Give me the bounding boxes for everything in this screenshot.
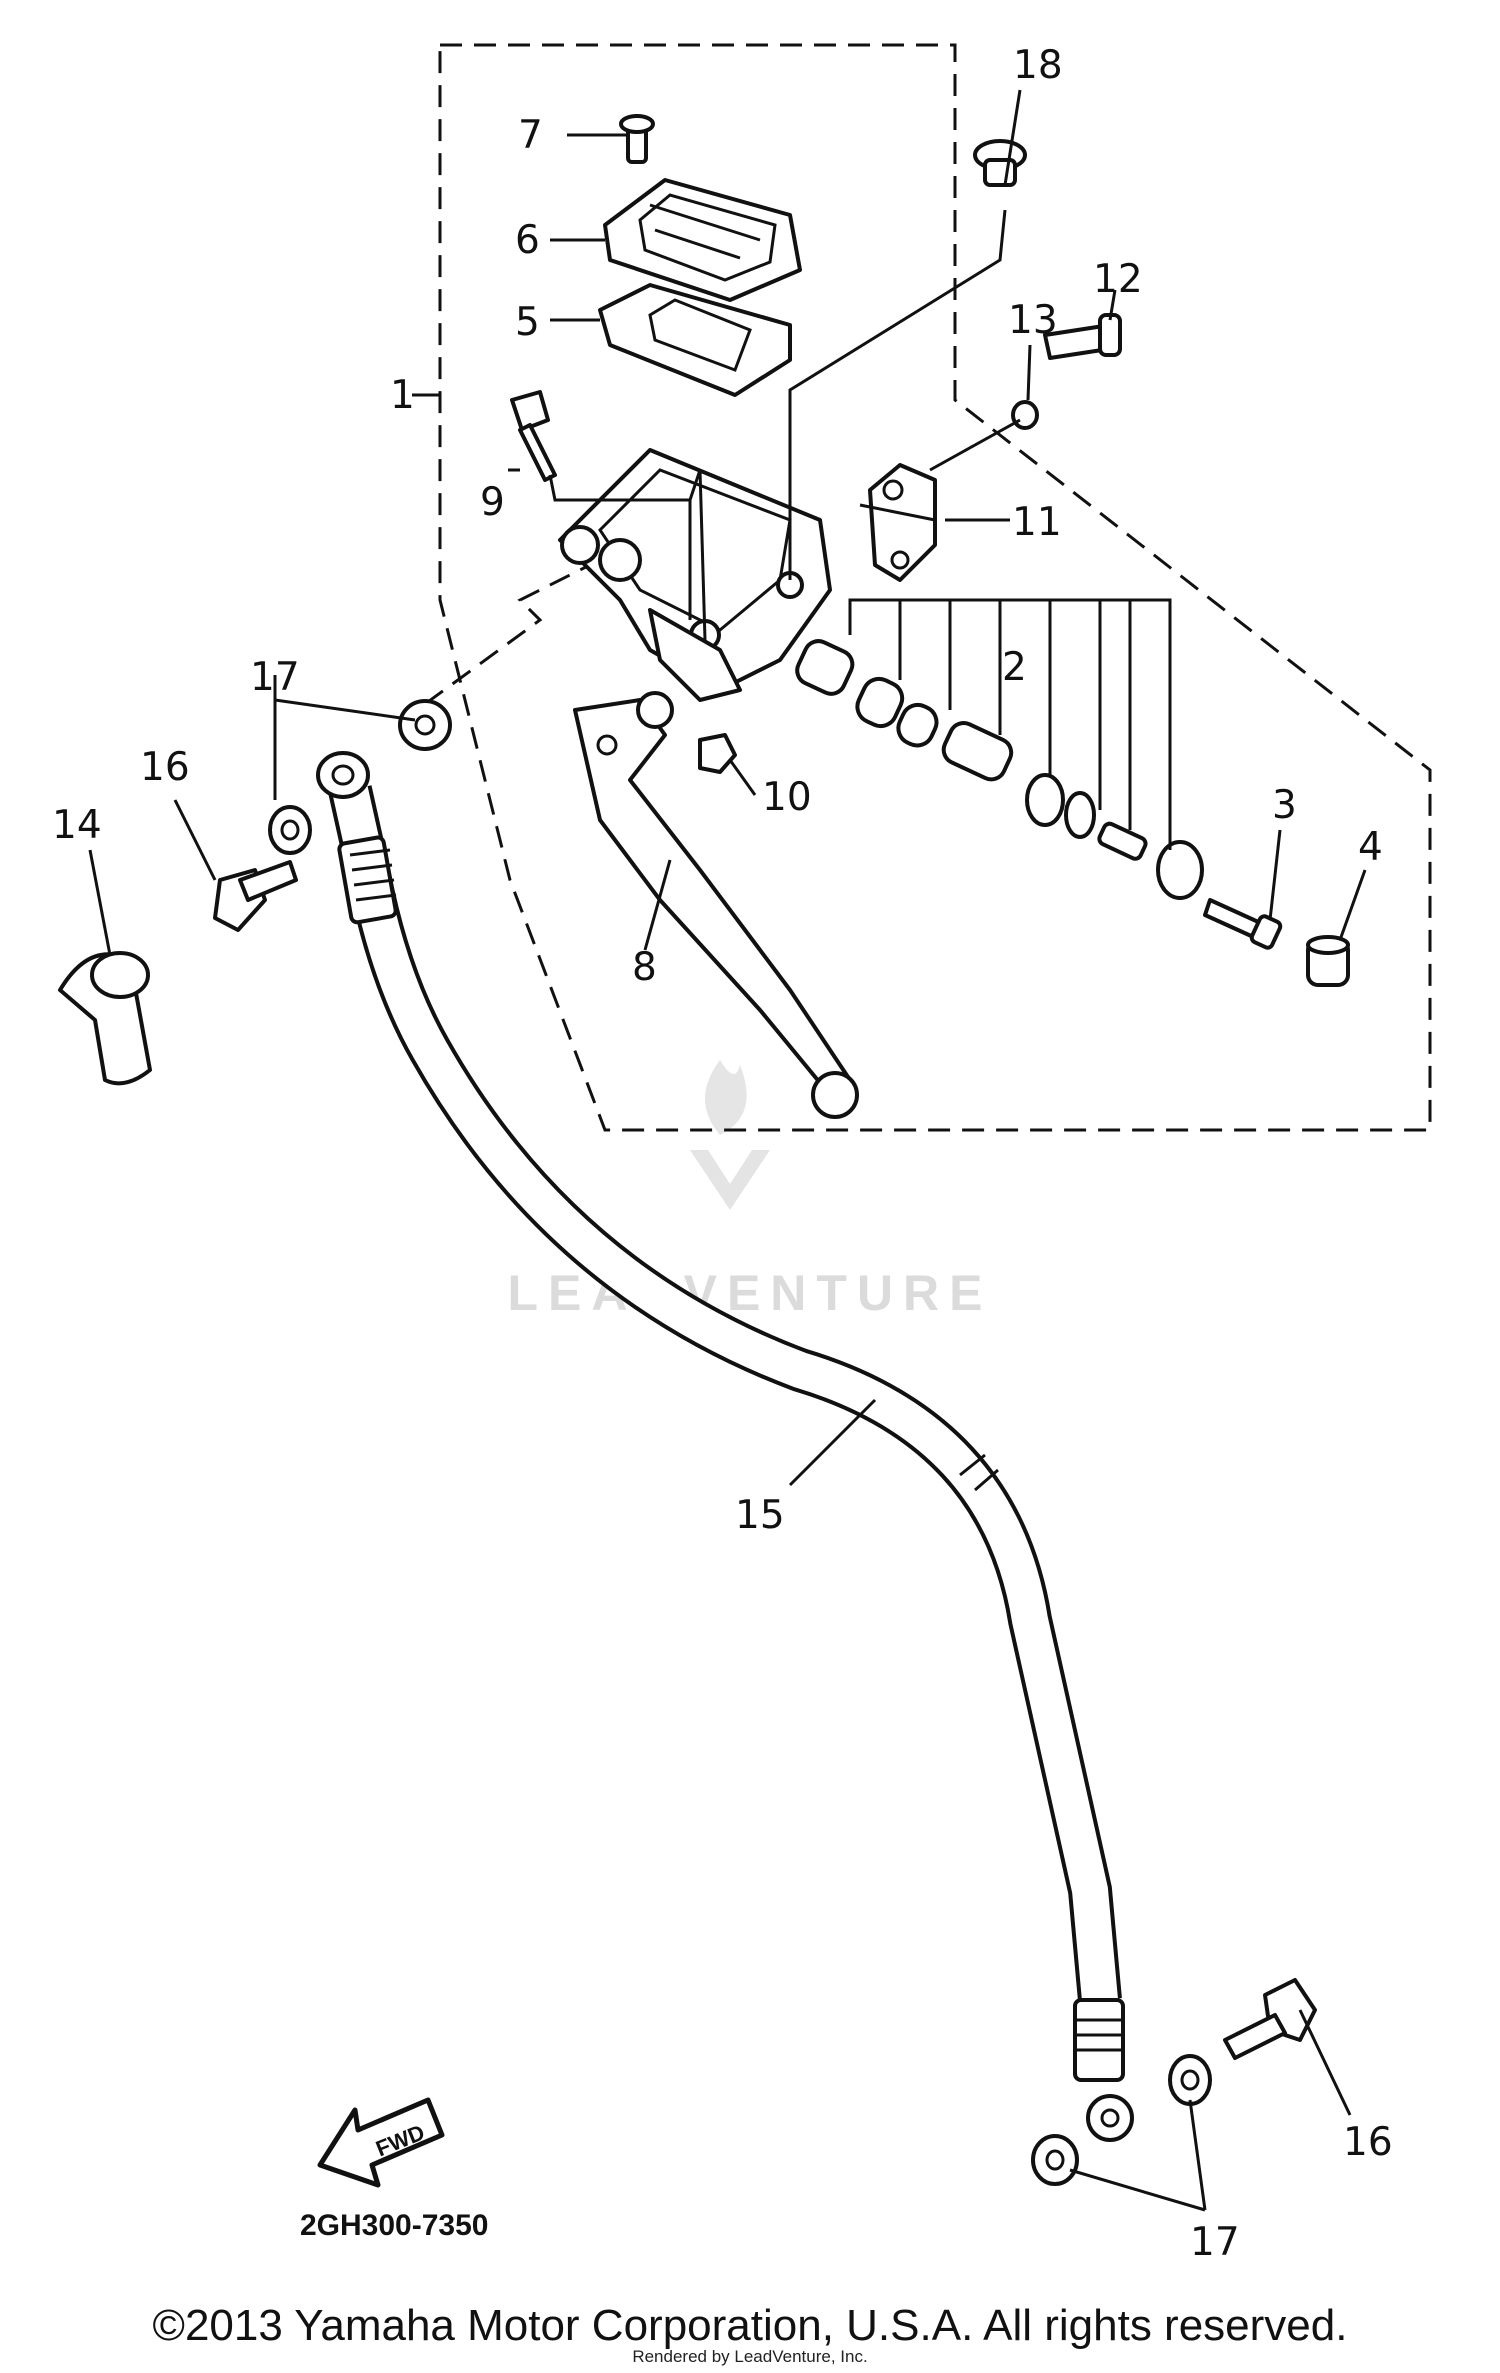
callout-7: 7 bbox=[518, 113, 543, 158]
callout-14: 14 bbox=[52, 803, 102, 848]
leader-lines bbox=[88, 89, 1367, 2212]
callout-13: 13 bbox=[1008, 298, 1058, 343]
callout-16-upper: 16 bbox=[140, 745, 190, 790]
copyright-notice: ©2013 Yamaha Motor Corporation, U.S.A. A… bbox=[153, 2301, 1348, 2350]
part-17-washers-upper bbox=[268, 699, 452, 855]
part-18-cap bbox=[973, 139, 1027, 187]
callout-18: 18 bbox=[1013, 43, 1063, 88]
callout-5: 5 bbox=[515, 300, 540, 345]
callout-15: 15 bbox=[735, 1493, 785, 1538]
callout-17-upper: 17 bbox=[250, 655, 300, 700]
part-13-washer bbox=[1011, 400, 1039, 430]
diagram-code: 2GH300-7350 bbox=[300, 2209, 488, 2242]
callout-6: 6 bbox=[515, 218, 540, 263]
part-8-lever bbox=[573, 691, 859, 1119]
callout-8: 8 bbox=[632, 945, 657, 990]
part-3-bleeder bbox=[1203, 898, 1283, 950]
watermark-text: LEADVENTURE bbox=[507, 1265, 992, 1321]
callout-labels: 1 2 3 4 5 6 7 8 9 10 11 12 13 14 15 16 1… bbox=[52, 43, 1393, 2265]
part-10-nut bbox=[698, 733, 737, 774]
callout-11: 11 bbox=[1012, 500, 1062, 545]
part-16-union-bolt-upper bbox=[213, 860, 298, 932]
callout-12: 12 bbox=[1093, 257, 1143, 302]
callout-2: 2 bbox=[1002, 645, 1027, 690]
part-11-holder bbox=[868, 463, 937, 582]
callout-4: 4 bbox=[1358, 825, 1383, 870]
forward-arrow-icon: FWD bbox=[317, 2097, 445, 2188]
part-2-piston-kit bbox=[795, 598, 1204, 900]
leadventure-watermark: LEADVENTURE bbox=[507, 1060, 992, 1321]
callout-3: 3 bbox=[1272, 783, 1297, 828]
callout-9: 9 bbox=[480, 480, 505, 525]
callout-16-lower: 16 bbox=[1343, 2120, 1393, 2165]
boundary-step bbox=[409, 558, 601, 717]
part-4-cap bbox=[1306, 935, 1350, 987]
part-7-screw bbox=[619, 114, 655, 164]
callout-17-lower: 17 bbox=[1190, 2220, 1240, 2265]
rendered-by-credit: Rendered by LeadVenture, Inc. bbox=[632, 2347, 867, 2366]
part-15-brake-hose bbox=[316, 751, 1134, 2142]
callout-1: 1 bbox=[390, 373, 415, 418]
part-6-reservoir-cap bbox=[603, 178, 802, 302]
part-17-washers-lower bbox=[1031, 2054, 1212, 2186]
part-12-bolt bbox=[1043, 313, 1122, 360]
part-14-cover bbox=[58, 951, 152, 1086]
assembly-boundary bbox=[438, 43, 1432, 1132]
part-9-bolt bbox=[510, 390, 557, 482]
callout-10: 10 bbox=[762, 775, 812, 820]
part-5-diaphragm bbox=[598, 283, 792, 397]
part-16-union-bolt-lower bbox=[1223, 1978, 1317, 2060]
